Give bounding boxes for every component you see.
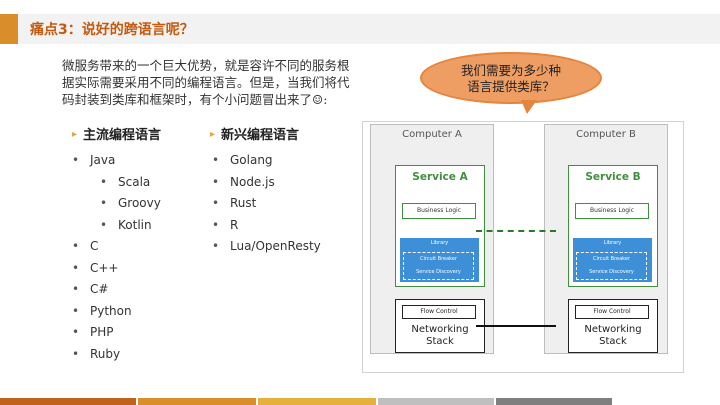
footer-segment bbox=[378, 398, 494, 405]
footer-segment bbox=[258, 398, 376, 405]
footer-segment bbox=[138, 398, 256, 405]
flow-control-box: Flow Control bbox=[575, 305, 649, 319]
networking-stack-label: Networking Stack bbox=[584, 324, 642, 347]
circuit-breaker-label: Circuit Breaker bbox=[592, 256, 631, 262]
network-stack-a: Flow Control Networking Stack bbox=[395, 299, 485, 353]
mainstream-list-item: Groovy bbox=[72, 193, 161, 215]
service-b-label: Service B bbox=[585, 171, 641, 183]
heading-marker-icon: ▸ bbox=[210, 129, 216, 140]
library-label: Library bbox=[603, 240, 622, 246]
library-box: Library Circuit Breaker Service Discover… bbox=[400, 238, 479, 282]
service-b-box: Service B Business Logic Library Circuit… bbox=[568, 165, 658, 287]
emerging-list-item: Lua/OpenResty bbox=[212, 236, 321, 258]
computer-a-label: Computer A bbox=[402, 129, 462, 140]
bubble-tail bbox=[521, 100, 537, 114]
title-accent bbox=[0, 14, 18, 44]
service-discovery-label: Service Discovery bbox=[416, 269, 461, 275]
emerging-list-item: Node.js bbox=[212, 172, 321, 194]
speech-bubble: 我们需要为多少种 语言提供类库？ bbox=[420, 52, 602, 104]
mainstream-list-item: C bbox=[72, 236, 161, 258]
emerging-list-item: Rust bbox=[212, 193, 321, 215]
emerging-list: GolangNode.jsRustRLua/OpenResty bbox=[212, 150, 321, 258]
mainstream-heading: ▸主流编程语言 bbox=[72, 128, 162, 143]
mainstream-list-item: PHP bbox=[72, 322, 161, 344]
circuit-breaker-label: Circuit Breaker bbox=[419, 256, 458, 262]
emerging-list-item: R bbox=[212, 215, 321, 237]
mainstream-list-item: Scala bbox=[72, 172, 161, 194]
business-logic-box: Business Logic bbox=[402, 203, 476, 219]
flow-control-box: Flow Control bbox=[402, 305, 476, 319]
mainstream-list-item: C# bbox=[72, 279, 161, 301]
business-logic-box: Business Logic bbox=[575, 203, 649, 219]
library-inner: Circuit Breaker Service Discovery bbox=[576, 252, 647, 280]
library-box: Library Circuit Breaker Service Discover… bbox=[573, 238, 652, 282]
mainstream-list-item: Ruby bbox=[72, 344, 161, 366]
heading-marker-icon: ▸ bbox=[72, 129, 78, 140]
mainstream-list: JavaScalaGroovyKotlinCC++C#PythonPHPRuby bbox=[72, 150, 161, 365]
service-link-dashed bbox=[476, 230, 556, 232]
library-inner: Circuit Breaker Service Discovery bbox=[403, 252, 474, 280]
mainstream-list-item: Kotlin bbox=[72, 215, 161, 237]
bubble-line: 我们需要为多少种 bbox=[460, 63, 561, 78]
bubble-line: 语言提供类库？ bbox=[467, 79, 555, 94]
intro-line: 据实际需要采用不同的编程语言。但是，当我们将代 bbox=[62, 75, 350, 90]
bubble-text: 我们需要为多少种 语言提供类库？ bbox=[422, 63, 600, 95]
library-label: Library bbox=[430, 240, 449, 246]
intro-paragraph: 微服务带来的一个巨大优势，就是容许不同的服务根 据实际需要采用不同的编程语言。但… bbox=[62, 57, 392, 108]
computer-b-label: Computer B bbox=[576, 129, 636, 140]
service-a-box: Service A Business Logic Library Circuit… bbox=[395, 165, 485, 287]
title-bar: 痛点3：说好的跨语言呢？ bbox=[0, 14, 720, 44]
intro-line: 微服务带来的一个巨大优势，就是容许不同的服务根 bbox=[62, 58, 350, 73]
emerging-list-item: Golang bbox=[212, 150, 321, 172]
slide-title: 痛点3：说好的跨语言呢？ bbox=[30, 22, 194, 38]
emerging-heading: ▸新兴编程语言 bbox=[210, 128, 300, 143]
mainstream-list-item: Python bbox=[72, 301, 161, 323]
mainstream-list-item: Java bbox=[72, 150, 161, 172]
mainstream-list-item: C++ bbox=[72, 258, 161, 280]
networking-stack-label: Networking Stack bbox=[411, 324, 469, 347]
intro-line: 码封装到类库和框架时，有个小问题冒出来了☺: bbox=[62, 92, 328, 107]
service-a-label: Service A bbox=[412, 171, 468, 183]
service-discovery-label: Service Discovery bbox=[589, 269, 634, 275]
network-stack-b: Flow Control Networking Stack bbox=[568, 299, 658, 353]
footer-segment bbox=[0, 398, 136, 405]
footer-segment bbox=[496, 398, 612, 405]
network-link-solid bbox=[476, 325, 556, 327]
